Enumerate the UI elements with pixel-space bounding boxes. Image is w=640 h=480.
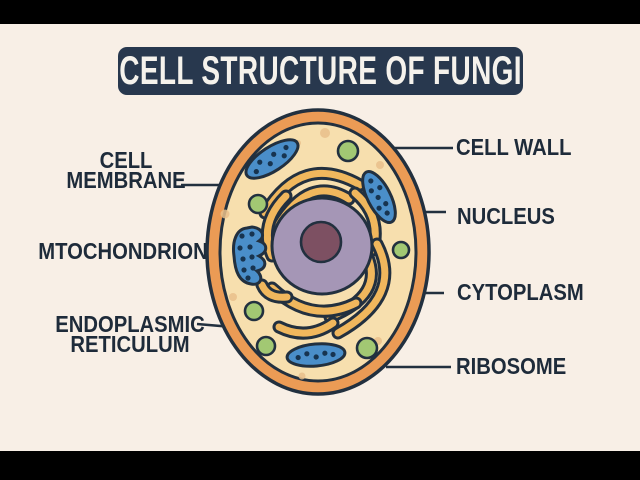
ribosome-dot [355,336,379,360]
ribosome-dots [243,139,411,360]
label-endoplasmic-reticulum: ENDOPLASMIC RETICULUM [42,311,218,357]
mitochondrion-left-blob [232,225,268,286]
nucleus-shape [270,196,374,296]
label-ribosome: RIBOSOME [456,353,567,379]
label-mitochondrion-line1: MTOCHONDRION [38,238,208,264]
mitochondrion-top-left [244,138,300,180]
letterbox-bottom [0,451,640,480]
label-nucleus: NUCLEUS [457,203,555,229]
mitochondrion-bottom [285,342,347,368]
label-endoplasmic-reticulum-line1: ENDOPLASMIC [55,311,205,337]
ribosome-dot [336,139,360,163]
label-cell-membrane-line1: CELL [99,147,153,173]
ribosome-dot [391,240,411,260]
label-mitochondrion: MTOCHONDRION [35,238,211,264]
label-cytoplasm-line1: CYTOPLASM [457,279,584,305]
label-cell-membrane-line2: MEMBRANE [66,167,186,193]
ribosome-dot [255,335,277,357]
title-banner: CELL STRUCTURE OF FUNGI [118,47,523,95]
letterbox-top [0,0,640,24]
label-nucleus-line1: NUCLEUS [457,203,555,229]
page-title: CELL STRUCTURE OF FUNGI [119,48,522,93]
nucleolus [299,220,343,264]
mitochondrion-right [361,170,397,224]
label-ribosome-line1: RIBOSOME [456,353,567,379]
label-cell-membrane: CELL MEMBRANE [38,147,214,193]
label-cell-wall-line1: CELL WALL [456,134,572,160]
label-endoplasmic-reticulum-line2: RETICULUM [70,331,190,357]
ribosome-dot [243,300,265,322]
label-cell-wall: CELL WALL [456,134,572,160]
label-cytoplasm: CYTOPLASM [457,279,584,305]
ribosome-dot [247,193,269,215]
